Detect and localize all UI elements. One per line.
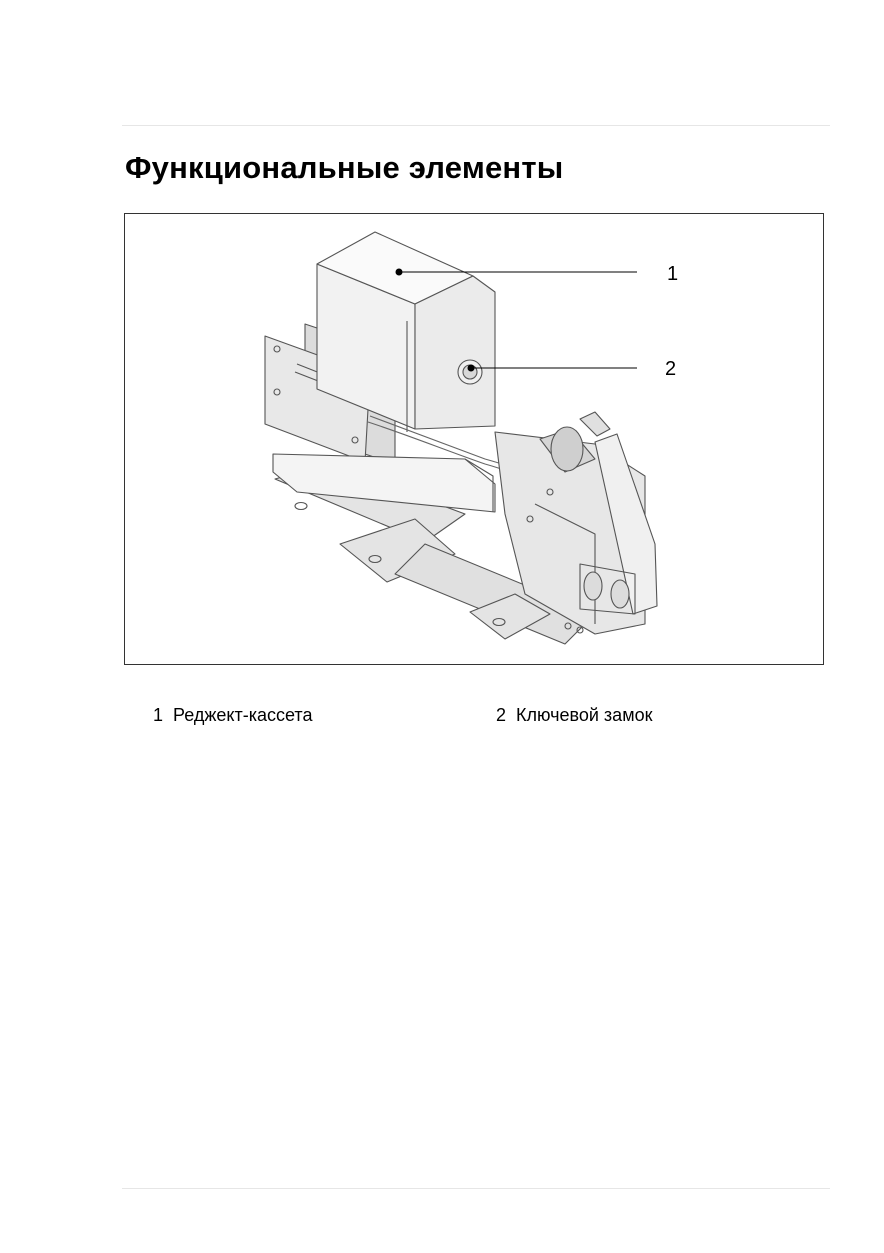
header-divider	[122, 125, 830, 126]
legend-item: 2 Ключевой замок	[496, 704, 652, 726]
device-illustration-frame	[124, 213, 824, 665]
callout-number-2: 2	[665, 358, 677, 380]
callout-number-1: 1	[667, 263, 679, 285]
legend-item-number: 2	[496, 705, 507, 725]
legend-item-number: 1	[153, 705, 164, 725]
footer-divider	[122, 1188, 830, 1189]
reject-cassette-illustration	[264, 231, 658, 645]
legend-item-label: Ключевой замок	[516, 705, 653, 725]
legend-item: 1 Реджект-кассета	[153, 704, 312, 726]
legend-item-label: Реджект-кассета	[173, 705, 313, 725]
page-title: Функциональные элементы	[125, 150, 564, 185]
